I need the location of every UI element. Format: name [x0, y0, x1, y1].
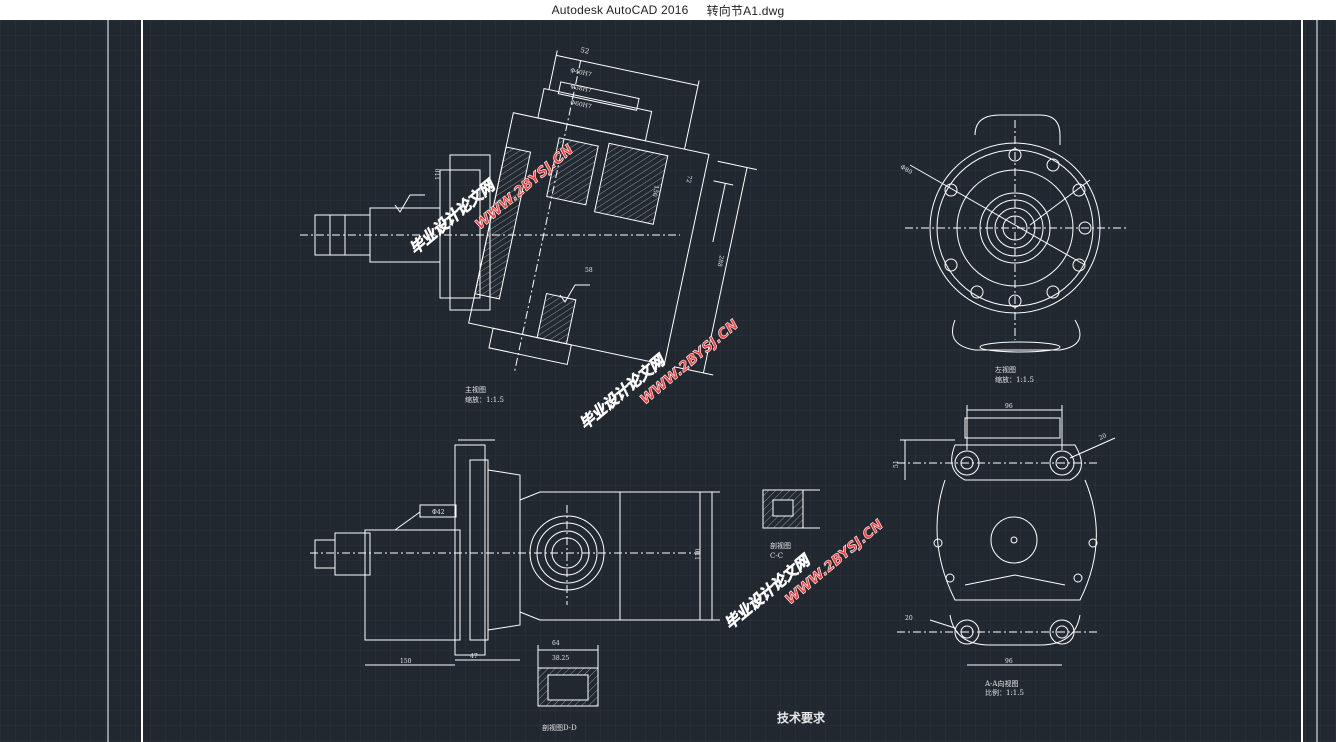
svg-text:58: 58: [585, 267, 593, 274]
section-cc-labels: 剖视图 C-C: [770, 541, 791, 560]
drawing-svg[interactable]: 52 Φ40H7 Φ38H7 Φ60H7 72 288 150 110 58 主…: [0, 20, 1336, 742]
svg-text:110: 110: [435, 168, 442, 180]
aa-view-labels: 96 96 51 20 20 A-A向视图 比例：1:1.5: [893, 403, 1108, 697]
svg-text:64: 64: [552, 640, 560, 647]
tech-requirements-title: 技术要求: [777, 710, 826, 725]
svg-text:20: 20: [905, 615, 913, 622]
drawing-canvas[interactable]: 52 Φ40H7 Φ38H7 Φ60H7 72 288 150 110 58 主…: [0, 20, 1336, 742]
svg-text:52: 52: [580, 46, 590, 56]
aa-view-name: A-A向视图: [984, 679, 1018, 688]
top-view-labels: 150 47 110 64 38.25 Φ42 剖视图D-D: [400, 509, 702, 732]
svg-text:72: 72: [684, 175, 692, 184]
svg-text:47: 47: [470, 653, 478, 660]
bolt-holes: [944, 148, 1092, 308]
left-view-scale: 缩放：1:1.5: [995, 375, 1034, 384]
main-view-name: 主视图: [465, 385, 486, 394]
svg-text:96: 96: [1005, 658, 1013, 665]
app-title: Autodesk AutoCAD 2016: [551, 3, 689, 17]
drawing-frame: [107, 20, 1318, 742]
main-view-scale: 缩放：1:1.5: [465, 395, 504, 404]
svg-text:Φ42: Φ42: [432, 509, 445, 516]
file-name: 转向节A1.dwg: [706, 3, 785, 18]
main-view-dims: 52 Φ40H7 Φ38H7 Φ60H7 72 288 150 110 58 主…: [435, 46, 725, 404]
window-title-bar: Autodesk AutoCAD 2016 转向节A1.dwg: [0, 0, 1336, 20]
top-view: [310, 439, 720, 707]
svg-text:110: 110: [695, 548, 702, 560]
svg-text:Φ38H7: Φ38H7: [570, 83, 593, 94]
svg-text:Φ60H7: Φ60H7: [570, 99, 593, 110]
svg-text:20: 20: [1098, 432, 1108, 442]
left-view: [905, 114, 1128, 353]
section-cc-label: C-C: [770, 552, 783, 560]
aa-view: [897, 405, 1116, 666]
section-cc-name: 剖视图: [770, 541, 791, 550]
svg-text:Φ40H7: Φ40H7: [570, 67, 593, 78]
section-cc: [762, 489, 820, 529]
svg-text:38.25: 38.25: [552, 655, 569, 662]
svg-text:96: 96: [1005, 403, 1013, 410]
main-view: [300, 50, 757, 376]
section-dd-name: 剖视图D-D: [542, 723, 577, 732]
svg-text:51: 51: [893, 460, 900, 468]
svg-text:150: 150: [400, 658, 412, 665]
svg-text:288: 288: [716, 255, 725, 268]
svg-text:150: 150: [651, 185, 660, 198]
left-view-name: 左视图: [995, 365, 1016, 374]
grid: [0, 20, 1336, 742]
aa-view-scale: 比例：1:1.5: [985, 688, 1024, 697]
